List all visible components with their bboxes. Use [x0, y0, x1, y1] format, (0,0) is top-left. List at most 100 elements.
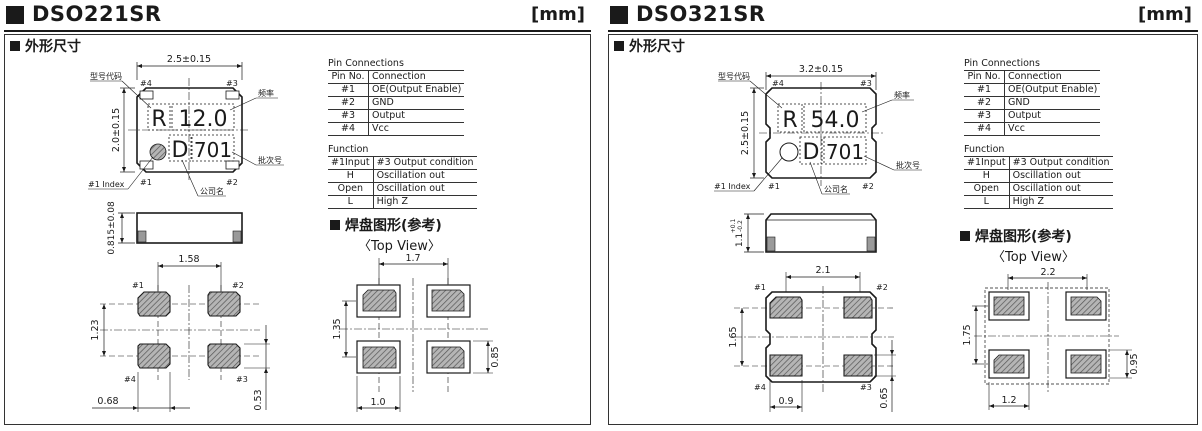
panel-dso321sr: DSO321SR [mm] 外形尺寸 3.2±0.15 2.5±0.15	[604, 0, 1202, 431]
bottom-pad-1	[769, 296, 803, 319]
table-row: #1Input#3 Output condition	[328, 156, 477, 170]
package-side-body	[136, 212, 243, 244]
bottom-pad-w-dim: 0.9	[778, 396, 793, 407]
table-cell: Output	[1004, 109, 1101, 123]
label-model-code: 型号代码	[718, 71, 750, 81]
bottom-pitch-y-dim: 1.23	[90, 319, 101, 340]
unit-label: [mm]	[531, 4, 585, 25]
label-frequency: 频率	[258, 88, 274, 98]
table-cell: #3	[964, 109, 1005, 123]
model-title: DSO321SR	[636, 2, 766, 26]
section-square-icon	[614, 41, 624, 51]
section-square-icon	[10, 41, 20, 51]
table-cell: #1	[964, 83, 1005, 97]
bottom-pin2-label: #2	[232, 281, 244, 290]
table-cell: High Z	[1009, 195, 1113, 209]
top-view: 2.5±0.15 2.0±0.15 R 12.0 D 701 型号代码	[88, 54, 284, 197]
drawing-dso221sr: 2.5±0.15 2.0±0.15 R 12.0 D 701 型号代码	[88, 54, 501, 412]
outline-title-text: 外形尺寸	[629, 39, 685, 55]
table-cell: OE(Output Enable)	[368, 83, 465, 97]
land-pattern-title: 焊盘图形(参考)	[960, 226, 1072, 246]
panel-header: DSO321SR [mm]	[604, 0, 1202, 32]
bottom-pad-4	[769, 354, 803, 377]
bottom-pin1-label: #1	[754, 283, 766, 292]
table-cell: #2	[964, 96, 1005, 110]
land-pitch-y-dim: 1.35	[332, 318, 343, 339]
land-pitch-y-dim: 1.75	[962, 324, 973, 345]
land-pitch-x-dim: 2.2	[1040, 267, 1055, 278]
table-cell: Vcc	[1004, 122, 1101, 136]
bottom-pin4-label: #4	[754, 383, 766, 392]
header-rule	[608, 30, 1198, 32]
table-cell: #4	[328, 122, 369, 136]
table-header-cell: Connection	[1004, 70, 1101, 84]
table-row: #1Input#3 Output condition	[964, 156, 1113, 170]
table-header-cell: Connection	[368, 70, 465, 84]
table-cell: GND	[368, 96, 465, 110]
section-square-icon	[960, 231, 970, 241]
bottom-pitch-x-dim: 2.1	[815, 265, 830, 276]
bottom-pad-h-dim: 0.65	[879, 387, 890, 408]
label-company: 公司名	[824, 184, 848, 194]
pin1-index-mark	[149, 143, 167, 161]
table-cell: Oscillation out	[373, 182, 477, 196]
label-company: 公司名	[200, 186, 224, 196]
side-view: 1.1 +0.1 -0.2	[730, 213, 877, 253]
table-header-cell: #1Input	[964, 156, 1010, 170]
label-frequency: 频率	[894, 90, 910, 100]
bottom-pitch-y-dim: 1.65	[728, 326, 739, 347]
marking-prefix-d: D	[803, 140, 820, 165]
drawing-dso321sr: 3.2±0.15 2.5±0.15 R 54.0 D 701 型号代码 #4 #…	[714, 64, 1140, 412]
bottom-pad-1	[137, 291, 171, 317]
drawing-frame	[4, 34, 591, 425]
bottom-pin3-label: #3	[860, 383, 872, 392]
pin-table-caption: Pin Connections	[964, 58, 1040, 69]
section-square-icon	[330, 220, 340, 230]
top-pin3-label: #3	[860, 79, 872, 88]
land-pattern-subtitle: 〈Top View〉	[358, 239, 441, 254]
bottom-pad-2	[843, 296, 873, 319]
pin1-index-mark	[779, 142, 799, 162]
marking-batch: 701	[826, 140, 864, 164]
table-cell: High Z	[373, 195, 477, 209]
outline-section-title: 外形尺寸	[10, 36, 81, 56]
land-pad-w-dim: 1.0	[370, 397, 385, 408]
top-width-dim: 2.5±0.15	[167, 54, 211, 65]
outline-title-text: 外形尺寸	[25, 39, 81, 55]
marking-prefix-r: R	[782, 108, 797, 133]
table-cell: #4	[964, 122, 1005, 136]
side-view: 0.815±0.08	[107, 201, 243, 255]
unit-label: [mm]	[1138, 4, 1192, 25]
table-cell: Output	[368, 109, 465, 123]
model-title: DSO221SR	[32, 2, 162, 26]
bottom-pin1-label: #1	[132, 281, 144, 290]
table-cell: Vcc	[368, 122, 465, 136]
top-view: 3.2±0.15 2.5±0.15 R 54.0 D 701 型号代码 #4 #…	[714, 64, 922, 195]
function-table-caption: Function	[964, 144, 1005, 155]
bottom-pad-3	[843, 354, 873, 377]
label-index: #1 Index	[714, 182, 751, 191]
table-cell: H	[964, 169, 1010, 183]
top-pin4-label: #4	[140, 79, 152, 88]
bottom-pin2-label: #2	[876, 283, 888, 292]
land-pattern: 1.7 1.35 0.85	[332, 253, 501, 412]
top-pin1-label: #1	[140, 178, 152, 187]
bottom-pad-2	[207, 291, 241, 317]
land-title-text: 焊盘图形(参考)	[975, 229, 1072, 245]
table-cell: Open	[328, 182, 374, 196]
label-batch: 批次号	[896, 160, 920, 170]
marking-frequency: 54.0	[811, 108, 860, 133]
land-pad-h-dim: 0.95	[1129, 353, 1140, 374]
marking-prefix-r: R	[151, 107, 166, 132]
